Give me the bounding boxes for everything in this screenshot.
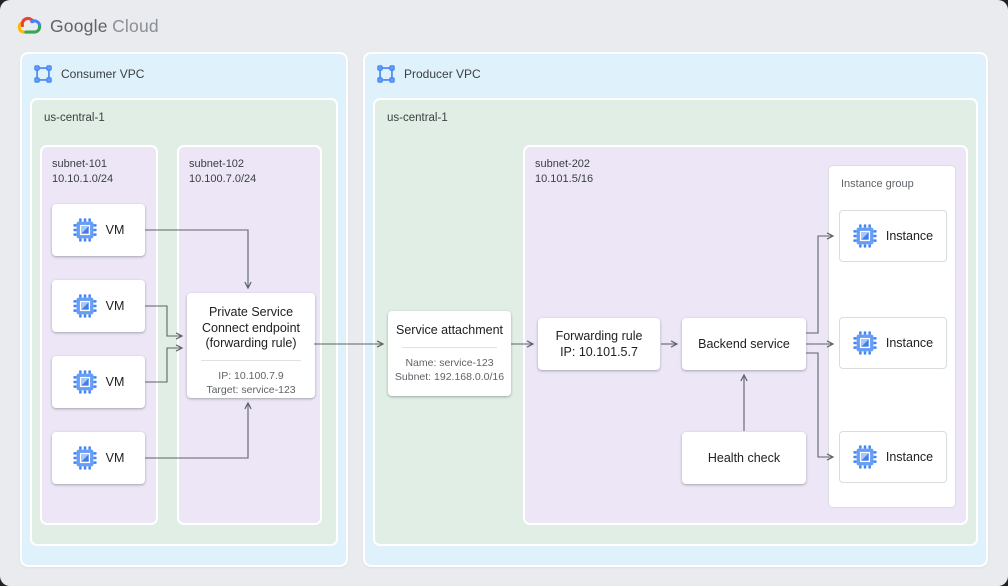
forwarding-rule-line2: IP: 10.101.5.7: [560, 345, 638, 359]
producer-vpc-container: Producer VPC us-central-1 Service attach…: [363, 52, 988, 567]
backend-service-node: Backend service: [682, 318, 806, 370]
vm-node-1: VM: [52, 204, 145, 256]
vpc-network-icon: [377, 65, 395, 83]
instance-label: Instance: [885, 229, 934, 243]
subnet-101-label: subnet-101 10.10.1.0/24: [42, 147, 156, 187]
consumer-vpc-header: Consumer VPC: [22, 54, 346, 94]
vm-node-4: VM: [52, 432, 145, 484]
vm-label: VM: [105, 299, 125, 313]
vpc-network-icon: [34, 65, 52, 83]
subnet-101-cidr: 10.10.1.0/24: [52, 173, 114, 185]
google-cloud-logo-icon: [16, 13, 42, 39]
psc-endpoint-target: Target: service-123: [206, 383, 296, 396]
health-check-node: Health check: [682, 432, 806, 484]
service-attachment-node: Service attachment Name: service-123 Sub…: [388, 311, 511, 396]
compute-engine-icon: [73, 370, 97, 394]
instance-node-3: Instance: [839, 431, 947, 483]
instance-group-label: Instance group: [841, 178, 914, 190]
instance-label: Instance: [885, 450, 934, 464]
vm-node-2: VM: [52, 280, 145, 332]
service-attachment-title: Service attachment: [396, 323, 503, 337]
vm-label: VM: [105, 223, 125, 237]
forwarding-rule-line1: Forwarding rule: [555, 329, 643, 343]
divider: [201, 359, 301, 361]
instance-group-container: Instance group Instance Instance Instanc…: [828, 165, 956, 508]
producer-region-label: us-central-1: [387, 112, 448, 124]
divider: [402, 346, 497, 348]
subnet-101-name: subnet-101: [52, 158, 108, 170]
instance-label: Instance: [885, 336, 934, 350]
google-cloud-logo: Google Cloud: [16, 13, 159, 39]
producer-vpc-label: Producer VPC: [404, 67, 481, 81]
subnet-102-name: subnet-102: [189, 158, 245, 170]
producer-region-container: us-central-1 Service attachment Name: se…: [373, 98, 978, 546]
forwarding-rule-label: Forwarding rule IP: 10.101.5.7: [556, 328, 643, 360]
logo-product: Cloud: [112, 15, 159, 36]
subnet-202-label: subnet-202 10.101.5/16: [525, 147, 966, 187]
vm-label: VM: [105, 451, 125, 465]
producer-vpc-header: Producer VPC: [365, 54, 986, 94]
psc-endpoint-node: Private Service Connect endpoint (forwar…: [187, 293, 315, 398]
logo-brand: Google: [50, 15, 108, 36]
consumer-region-label: us-central-1: [44, 112, 105, 124]
compute-engine-icon: [853, 331, 877, 355]
backend-service-label: Backend service: [698, 337, 790, 351]
compute-engine-icon: [73, 294, 97, 318]
subnet-102-container: subnet-102 10.100.7.0/24 Private Service…: [177, 145, 322, 525]
google-cloud-logo-text: Google Cloud: [50, 16, 159, 37]
psc-endpoint-ip: IP: 10.100.7.9: [218, 369, 284, 382]
compute-engine-icon: [73, 446, 97, 470]
subnet-102-label: subnet-102 10.100.7.0/24: [179, 147, 320, 187]
service-attachment-subnet: Subnet: 192.168.0.0/16: [394, 370, 505, 383]
consumer-region-container: us-central-1 subnet-101 10.10.1.0/24 VM …: [30, 98, 338, 546]
consumer-vpc-container: Consumer VPC us-central-1 subnet-101 10.…: [20, 52, 348, 567]
health-check-label: Health check: [707, 451, 781, 465]
vm-node-3: VM: [52, 356, 145, 408]
subnet-101-container: subnet-101 10.10.1.0/24 VM VM VM V: [40, 145, 158, 525]
psc-endpoint-title: Private Service Connect endpoint (forwar…: [202, 305, 300, 350]
vm-label: VM: [105, 375, 125, 389]
subnet-202-container: subnet-202 10.101.5/16 Forwarding rule I…: [523, 145, 968, 525]
service-attachment-name: Name: service-123: [405, 356, 494, 369]
subnet-102-cidr: 10.100.7.0/24: [189, 173, 257, 185]
compute-engine-icon: [853, 445, 877, 469]
compute-engine-icon: [853, 224, 877, 248]
instance-node-2: Instance: [839, 317, 947, 369]
compute-engine-icon: [73, 218, 97, 242]
forwarding-rule-node: Forwarding rule IP: 10.101.5.7: [538, 318, 660, 370]
instance-node-1: Instance: [839, 210, 947, 262]
subnet-202-cidr: 10.101.5/16: [535, 173, 594, 185]
consumer-vpc-label: Consumer VPC: [61, 67, 145, 81]
subnet-202-name: subnet-202: [535, 158, 591, 170]
